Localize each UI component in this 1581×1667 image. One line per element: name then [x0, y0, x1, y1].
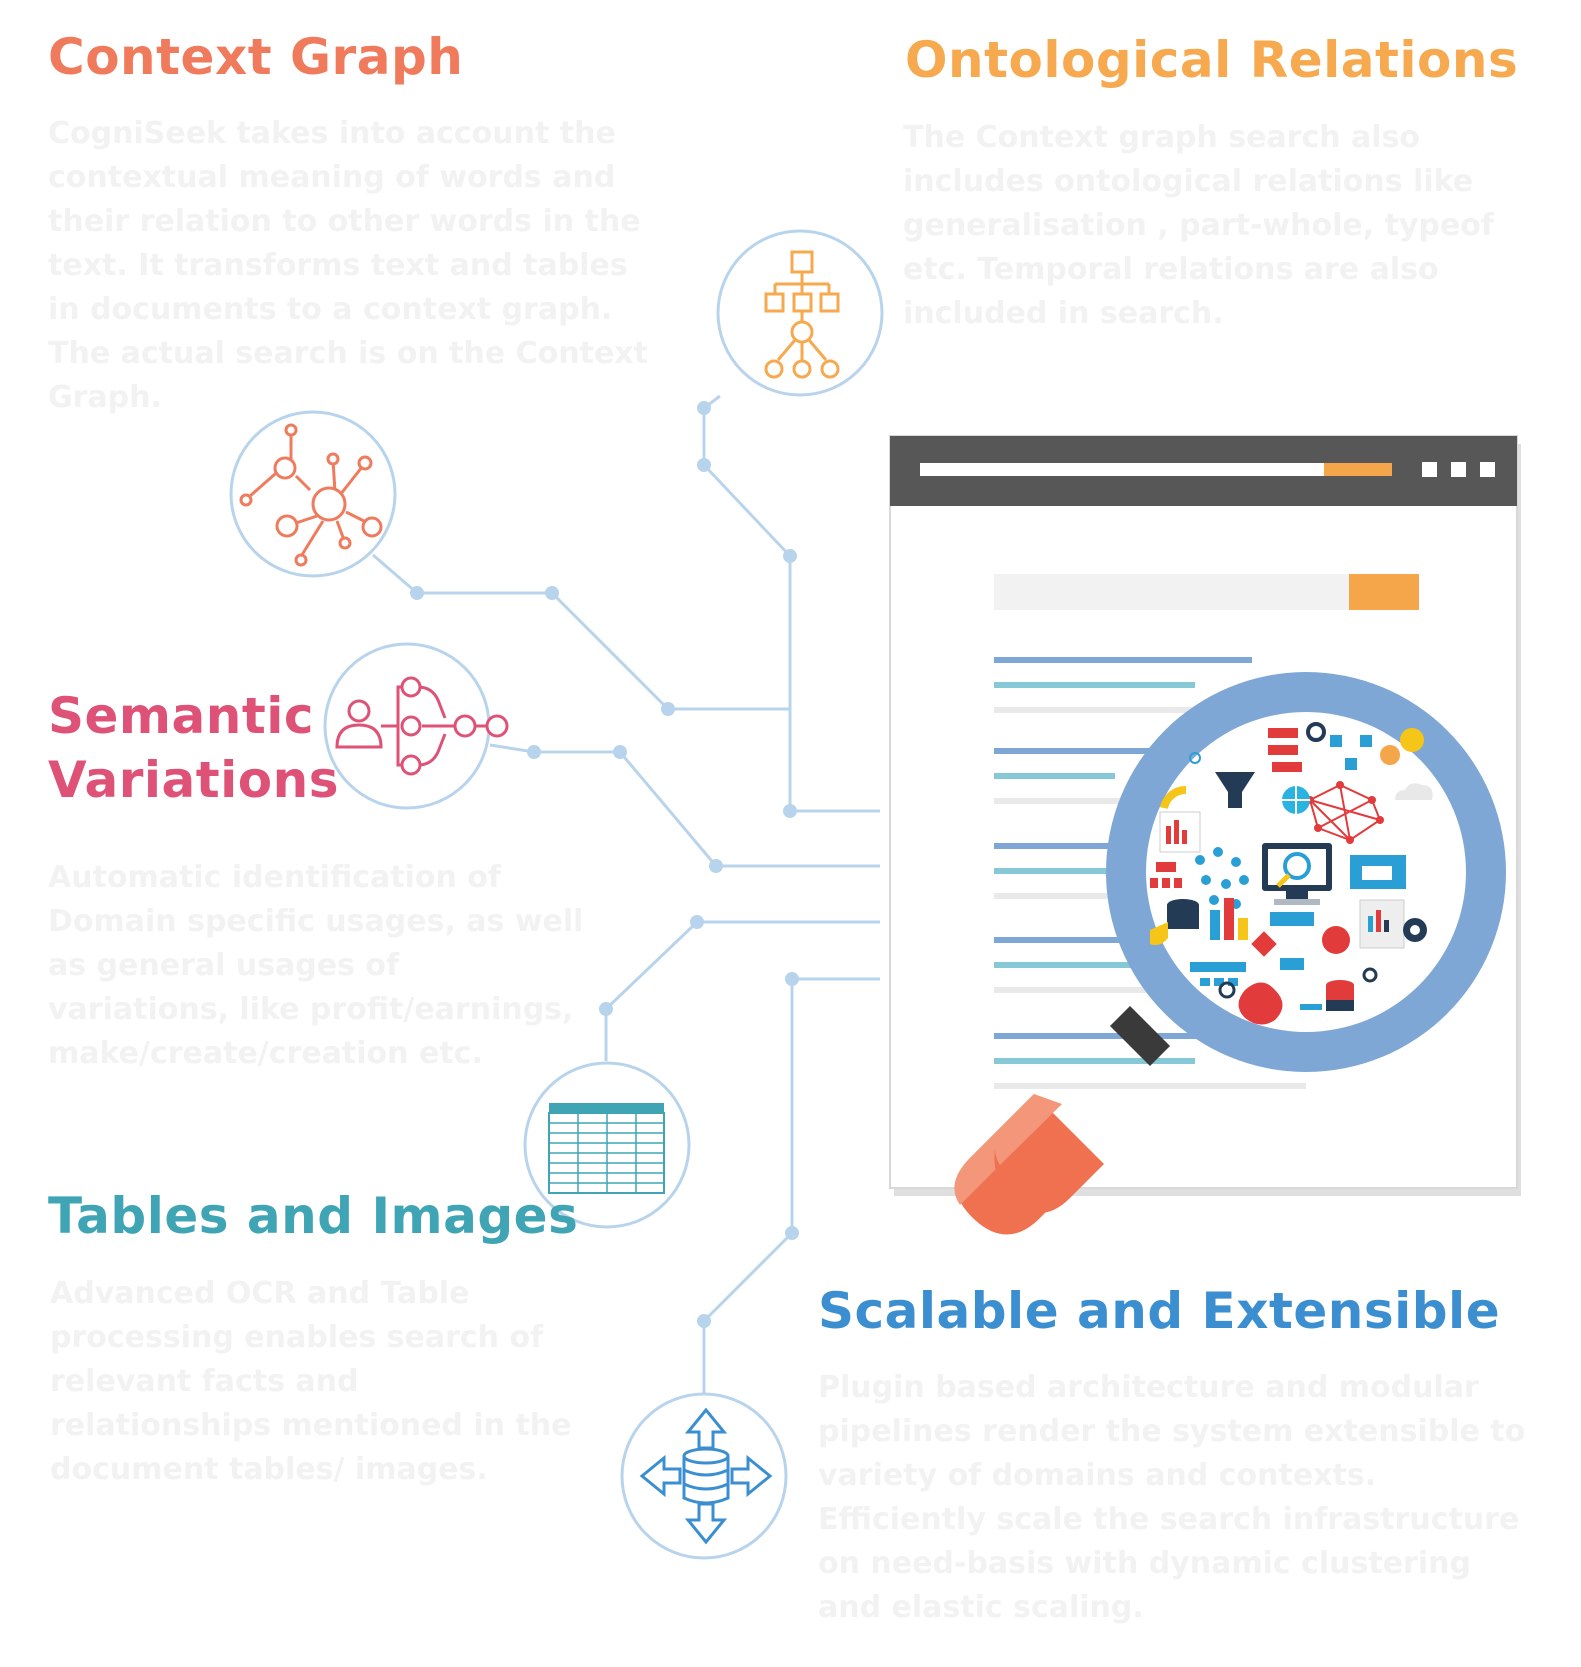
connector-tables — [604, 920, 880, 1061]
context-graph-text: CogniSeek takes into account the context… — [48, 116, 648, 415]
data-collage-icon — [1150, 722, 1433, 1025]
person-flow-icon — [335, 676, 509, 776]
hierarchy-icon — [764, 250, 840, 379]
ontological-relations-text: The Context graph search also includes o… — [903, 120, 1494, 331]
table-icon — [548, 1103, 665, 1194]
semantic-variations-text: Automatic identification of Domain speci… — [48, 860, 584, 1071]
scalable-extensible-text: Plugin based architecture and modular pi… — [818, 1370, 1526, 1625]
tables-images-text: Advanced OCR and Table processing enable… — [50, 1276, 572, 1487]
ontological-relations-title: Ontological Relations — [905, 31, 1519, 89]
semantic-variations-title: Semantic Variations — [48, 687, 339, 809]
connector-semantic — [489, 743, 880, 868]
connector-onto — [702, 394, 880, 813]
tables-images-title: Tables and Images — [48, 1187, 579, 1245]
database-arrows-icon — [639, 1407, 773, 1545]
connector-nodes — [410, 401, 799, 1328]
scalable-extensible-title: Scalable and Extensible — [818, 1282, 1501, 1340]
context-graph-title: Context Graph — [48, 28, 464, 86]
network-graph-icon — [239, 423, 383, 567]
